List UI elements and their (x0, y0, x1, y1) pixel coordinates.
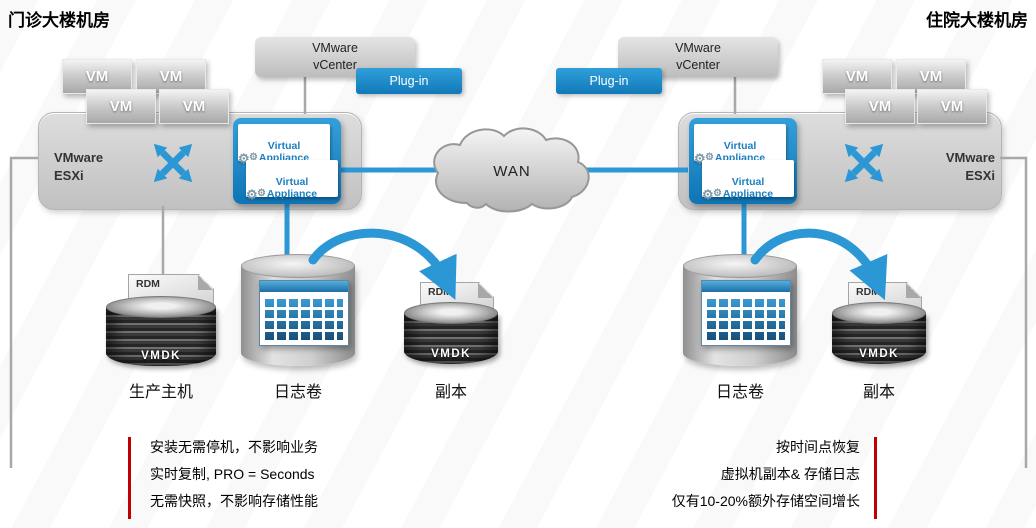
note-line: 无需快照，不影响存储性能 (150, 493, 318, 509)
vmdk-label: VMDK (431, 348, 471, 360)
screen-titlebar (702, 281, 790, 292)
note-line: 仅有10-20%额外存储空间增长 (671, 493, 860, 509)
plugin-badge-right: Plug-in (556, 68, 662, 94)
virtual-appliance-card: Virtual Appliance ⚙ ⚙ (238, 124, 330, 165)
vm-box: VM (822, 59, 892, 94)
log-volume-icon (241, 254, 355, 366)
replica-label: 副本 (862, 384, 895, 401)
vcenter-box-left: VMware vCenter (255, 37, 415, 77)
plugin-badge-left: Plug-in (356, 68, 462, 94)
note-line: 虚拟机副本& 存储日志 (720, 466, 860, 482)
gear-icon: ⚙ (238, 151, 250, 166)
virtual-appliance-group-left: Virtual Appliance ⚙ ⚙ Virtual Appliance … (233, 118, 341, 204)
disk-top (404, 302, 498, 324)
vm-box: VM (86, 89, 156, 124)
virtual-appliance-group-right: Virtual Appliance ⚙ ⚙ Virtual Appliance … (689, 118, 797, 204)
gear-icon: ⚙ (705, 152, 714, 163)
cylinder-top (683, 254, 797, 278)
vm-box: VM (917, 89, 987, 124)
disk-top (106, 296, 216, 318)
feature-notes-left: 安装无需停机，不影响业务 实时复制, PRO = Seconds 无需快照，不影… (150, 434, 450, 515)
gear-icon: ⚙ (246, 187, 258, 202)
fabric-switch-icon (844, 143, 884, 183)
production-host-label: 生产主机 (128, 384, 193, 401)
vmdk-label: VMDK (859, 348, 899, 360)
left-edge-line (9, 156, 38, 468)
gear-icon: ⚙ (702, 187, 714, 202)
gear-icon: ⚙ (694, 151, 706, 166)
esxi-label-left: VMware ESXi (54, 150, 104, 183)
replica-label: 副本 (434, 384, 467, 401)
fabric-switch-icon (153, 143, 193, 183)
left-room-title: 门诊大楼机房 (8, 11, 110, 30)
screen-titlebar (260, 281, 348, 292)
log-volume-label: 日志卷 (273, 384, 322, 401)
virtual-appliance-card: Virtual Appliance ⚙ ⚙ (246, 160, 338, 201)
note-line: 安装无需停机，不影响业务 (150, 439, 318, 455)
vm-box: VM (845, 89, 915, 124)
log-blocks-grid (265, 296, 343, 340)
cylinder-top (241, 254, 355, 278)
log-to-replica-arrow-left (308, 228, 457, 300)
log-volume-label: 日志卷 (715, 384, 764, 401)
right-edge-line (1000, 156, 1028, 468)
red-divider-right (874, 437, 877, 519)
rdm-label: RDM (136, 278, 160, 290)
red-divider-left (128, 437, 131, 519)
wan-label: WAN (493, 163, 531, 180)
vmdk-label: VMDK (141, 350, 181, 362)
disk-top (832, 302, 926, 324)
log-volume-icon (683, 254, 797, 366)
appliance-label: Virtual Appliance (266, 175, 318, 201)
disk-icon: VMDK (832, 302, 926, 364)
vm-box: VM (159, 89, 229, 124)
disk-icon: VMDK (404, 302, 498, 364)
esxi-label-right: VMware ESXi (945, 150, 995, 183)
right-room-title: 住院大楼机房 (926, 11, 1028, 30)
gear-icon: ⚙ (257, 188, 266, 199)
wan-cloud-icon (433, 127, 590, 213)
feature-notes-right: 按时间点恢复 虚拟机副本& 存储日志 仅有10-20%额外存储空间增长 (560, 434, 860, 515)
appliance-label: Virtual Appliance (722, 175, 774, 201)
note-line: 实时复制, PRO = Seconds (150, 466, 315, 482)
disk-icon: VMDK (106, 296, 216, 366)
gear-icon: ⚙ (249, 152, 258, 163)
log-table-screen (701, 280, 791, 346)
log-to-replica-arrow-right (750, 228, 888, 301)
virtual-appliance-card: Virtual Appliance ⚙ ⚙ (702, 160, 794, 201)
note-line: 按时间点恢复 (776, 439, 860, 455)
log-blocks-grid (707, 296, 785, 340)
gear-icon: ⚙ (713, 188, 722, 199)
log-table-screen (259, 280, 349, 346)
